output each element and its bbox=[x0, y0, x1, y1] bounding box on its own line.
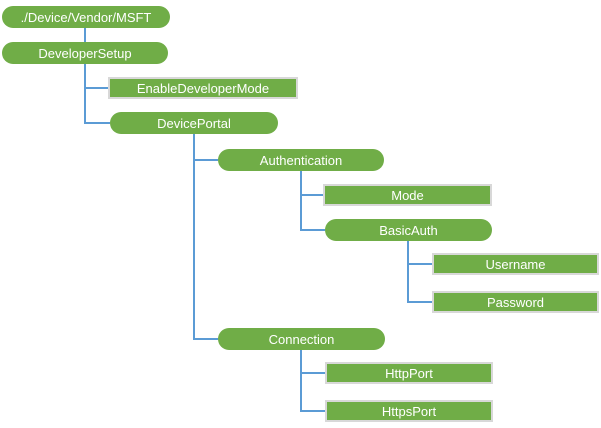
node-httpport: HttpPort bbox=[325, 362, 493, 384]
connector-deviceportal-trunk bbox=[193, 134, 195, 340]
node-basicauth: BasicAuth bbox=[325, 219, 492, 241]
connector-branch-httpsport bbox=[300, 410, 325, 412]
connector-branch-basicauth bbox=[300, 229, 325, 231]
node-developersetup: DeveloperSetup bbox=[2, 42, 168, 64]
connector-branch-password bbox=[407, 301, 432, 303]
connector-connection-trunk bbox=[300, 350, 302, 412]
connector-msft-developersetup bbox=[84, 28, 86, 42]
node-authentication: Authentication bbox=[218, 149, 384, 171]
node-password: Password bbox=[432, 291, 599, 313]
connector-branch-connection bbox=[193, 338, 218, 340]
node-mode: Mode bbox=[323, 184, 492, 206]
connector-authentication-trunk bbox=[300, 171, 302, 231]
connector-branch-deviceportal bbox=[84, 122, 110, 124]
connector-branch-username bbox=[407, 263, 432, 265]
connector-branch-mode bbox=[300, 194, 323, 196]
connector-developersetup-trunk bbox=[84, 64, 86, 124]
connector-branch-authentication bbox=[193, 159, 218, 161]
node-device-vendor-msft: ./Device/Vendor/MSFT bbox=[2, 6, 170, 28]
node-deviceportal: DevicePortal bbox=[110, 112, 278, 134]
node-httpsport: HttpsPort bbox=[325, 400, 493, 422]
connector-basicauth-trunk bbox=[407, 241, 409, 303]
connector-branch-httpport bbox=[300, 372, 325, 374]
node-connection: Connection bbox=[218, 328, 385, 350]
node-enabledevelopermode: EnableDeveloperMode bbox=[108, 77, 298, 99]
connector-branch-enabledevelopermode bbox=[84, 87, 108, 89]
node-username: Username bbox=[432, 253, 599, 275]
